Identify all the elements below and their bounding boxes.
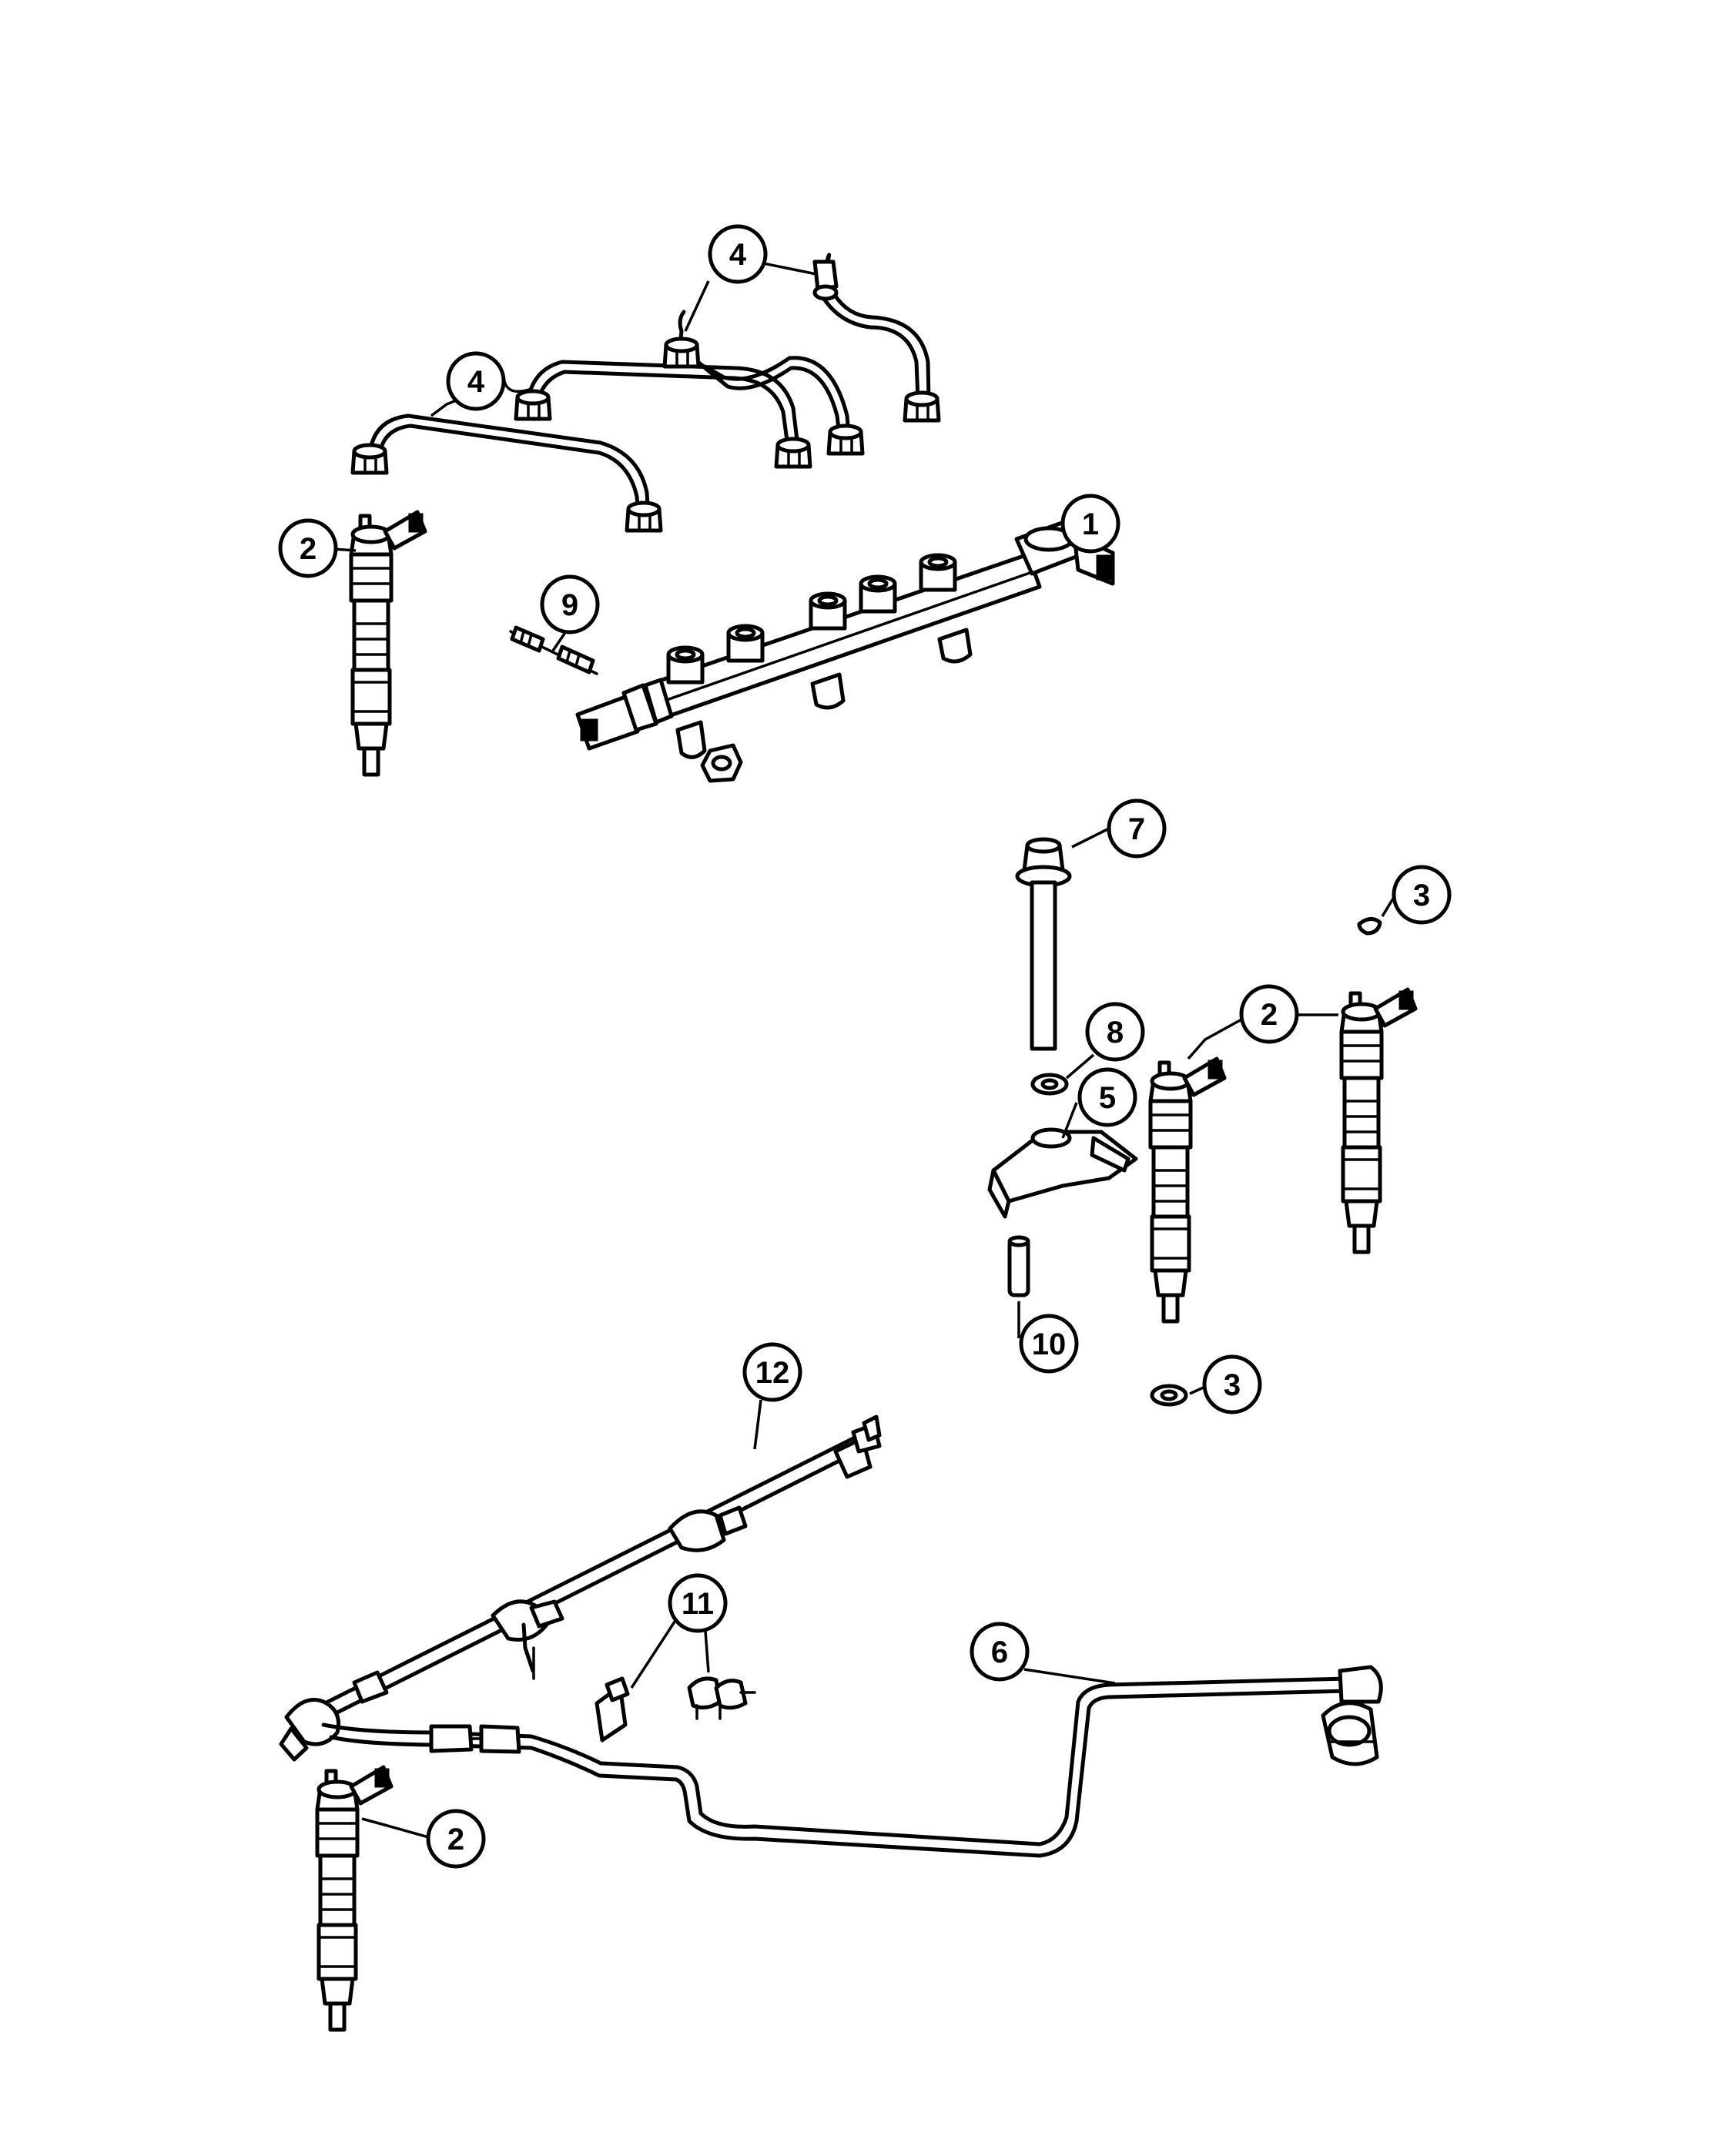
- callout-3-lower: 3: [1202, 1354, 1262, 1414]
- clamp-bolt: [1015, 837, 1072, 1051]
- fuel-injector-upper-left: [351, 512, 425, 775]
- callout-4-mid-label: 4: [467, 365, 485, 399]
- callout-10: 10: [1019, 1314, 1079, 1374]
- callout-2-lower-left: 2: [426, 1809, 486, 1869]
- fuel-return-line: [279, 1414, 882, 1762]
- injector-seal-upper: [1357, 917, 1382, 936]
- callout-9-label: 9: [561, 588, 578, 622]
- callout-2-lower-left-label: 2: [447, 1823, 464, 1856]
- callout-6-label: 6: [991, 1635, 1008, 1669]
- callout-3-upper: 3: [1392, 865, 1452, 925]
- callout-2-right-label: 2: [1261, 998, 1278, 1032]
- callout-11: 11: [668, 1573, 728, 1633]
- callout-5: 5: [1077, 1067, 1137, 1127]
- callout-3-lower-label: 3: [1224, 1368, 1241, 1402]
- callout-6: 6: [970, 1622, 1030, 1682]
- injector-seal-lower: [1152, 1386, 1186, 1404]
- fuel-supply-lines: [353, 253, 939, 531]
- dowel-pin: [1007, 1235, 1030, 1297]
- callout-9: 9: [540, 574, 600, 634]
- callout-2-right: 2: [1239, 984, 1299, 1044]
- callout-8-label: 8: [1107, 1016, 1124, 1050]
- callout-2-upper-left-label: 2: [300, 532, 317, 566]
- callout-1: 1: [1060, 494, 1120, 554]
- fuel-injector-right-rear: [1341, 989, 1415, 1252]
- callout-5-label: 5: [1099, 1081, 1116, 1115]
- callout-7-label: 7: [1128, 812, 1145, 846]
- callout-4-top: 4: [708, 224, 768, 284]
- callout-12-label: 12: [755, 1356, 790, 1390]
- callout-2-upper-left: 2: [278, 518, 338, 578]
- fuel-supply-tube: [321, 1665, 1383, 1858]
- bolt-washer: [1033, 1075, 1067, 1093]
- fuel-injector-lower-left: [317, 1767, 391, 2030]
- callout-12: 12: [742, 1342, 802, 1402]
- fuel-injector-right-front: [1151, 1059, 1224, 1321]
- callout-1-label: 1: [1082, 507, 1099, 541]
- callout-11-label: 11: [682, 1587, 714, 1621]
- callout-10-label: 10: [1032, 1327, 1067, 1361]
- callout-3-upper-label: 3: [1413, 879, 1430, 912]
- fuel-rail: [575, 517, 1115, 783]
- callout-7: 7: [1107, 798, 1167, 859]
- injector-clamp: [987, 1127, 1138, 1219]
- callout-4-mid: 4: [446, 351, 506, 411]
- leader-lines: [332, 254, 1397, 1840]
- return-line-clips: [595, 1676, 756, 1743]
- callout-8: 8: [1085, 1002, 1145, 1062]
- spring-part: [509, 625, 598, 675]
- callout-4-top-label: 4: [729, 238, 747, 272]
